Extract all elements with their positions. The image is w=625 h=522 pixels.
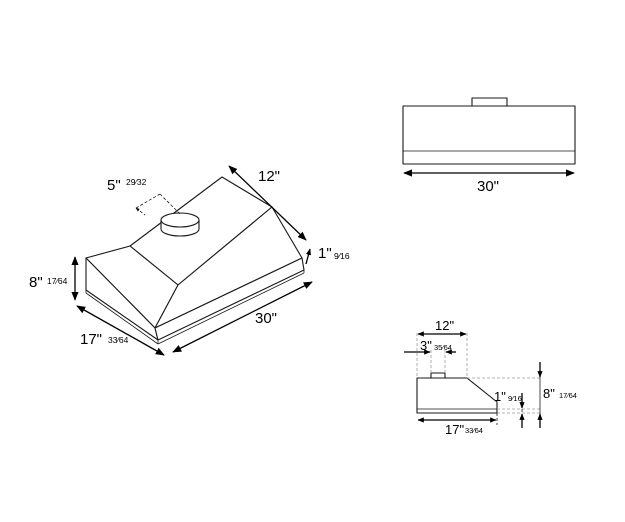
side-duct-collar xyxy=(430,372,446,379)
side-hood-body xyxy=(416,377,498,414)
dim-width xyxy=(172,281,313,353)
side-dim-lip-whole: 1" xyxy=(494,389,506,404)
side-dim-lip-frac: 9⁄16 xyxy=(508,394,522,403)
side-dim-height-whole: 8" xyxy=(543,386,555,401)
side-dim-bottom-whole: 17" xyxy=(445,422,464,437)
dim-top-depth-label: 12" xyxy=(258,168,280,185)
dim-height-whole: 8" xyxy=(29,274,43,291)
side-dim-duct-whole: 3" xyxy=(420,338,432,353)
dim-lip-whole: 1" xyxy=(318,245,332,262)
dim-bottom-depth-whole: 17" xyxy=(80,331,102,348)
dim-duct-offset-whole: 5" xyxy=(107,177,121,194)
duct-collar xyxy=(160,212,200,237)
front-dim-width-label: 30" xyxy=(477,178,499,195)
dim-lip-frac: 9⁄16 xyxy=(334,251,350,261)
dim-bottom-depth-frac: 33⁄64 xyxy=(108,335,129,345)
side-dim-top-depth-label: 12" xyxy=(435,318,454,333)
front-hood-body xyxy=(402,105,576,165)
front-duct-collar xyxy=(471,97,508,107)
side-dim-height-frac: 17⁄64 xyxy=(559,391,577,400)
dim-top-depth xyxy=(228,165,307,241)
dim-bottom-depth xyxy=(76,305,165,356)
dim-duct-offset-frac: 29⁄32 xyxy=(126,177,147,187)
side-dim-duct-frac: 35⁄64 xyxy=(434,343,452,352)
isometric-view: 12" 5" 29⁄32 1" 9⁄16 30" 8" 17⁄64 17" 33… xyxy=(29,165,350,356)
dim-height-frac: 17⁄64 xyxy=(47,276,68,286)
dim-duct-offset xyxy=(135,207,146,216)
front-view: 30" xyxy=(402,97,576,195)
dim-lip xyxy=(305,248,312,265)
side-dim-bottom-frac: 33⁄64 xyxy=(465,426,483,435)
side-view: 12" 3" 35⁄64 1" 9⁄16 8" 17⁄64 17" 33⁄64 xyxy=(404,318,577,437)
dim-width-label: 30" xyxy=(255,310,277,327)
